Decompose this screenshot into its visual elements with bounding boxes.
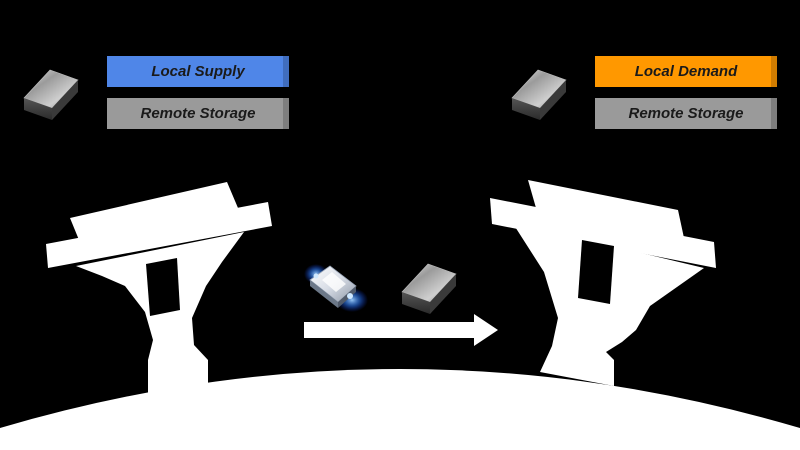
local-demand-label: Local Demand <box>595 56 777 87</box>
right-remote-storage-text: Remote Storage <box>628 105 744 122</box>
transfer-arrow <box>304 314 498 346</box>
left-station-tower <box>46 182 272 393</box>
left-remote-storage-text: Remote Storage <box>140 105 256 122</box>
local-supply-label: Local Supply <box>107 56 289 87</box>
cargo-plate-icon <box>401 263 457 314</box>
logistics-drone-icon <box>304 264 368 312</box>
left-remote-storage-label: Remote Storage <box>107 98 289 129</box>
left-plate-icon <box>23 69 79 120</box>
local-demand-text: Local Demand <box>634 63 738 80</box>
right-remote-storage-label: Remote Storage <box>595 98 777 129</box>
right-station-tower <box>490 180 716 386</box>
right-plate-icon <box>511 69 567 120</box>
planet-surface <box>0 369 800 450</box>
local-supply-text: Local Supply <box>151 63 245 80</box>
